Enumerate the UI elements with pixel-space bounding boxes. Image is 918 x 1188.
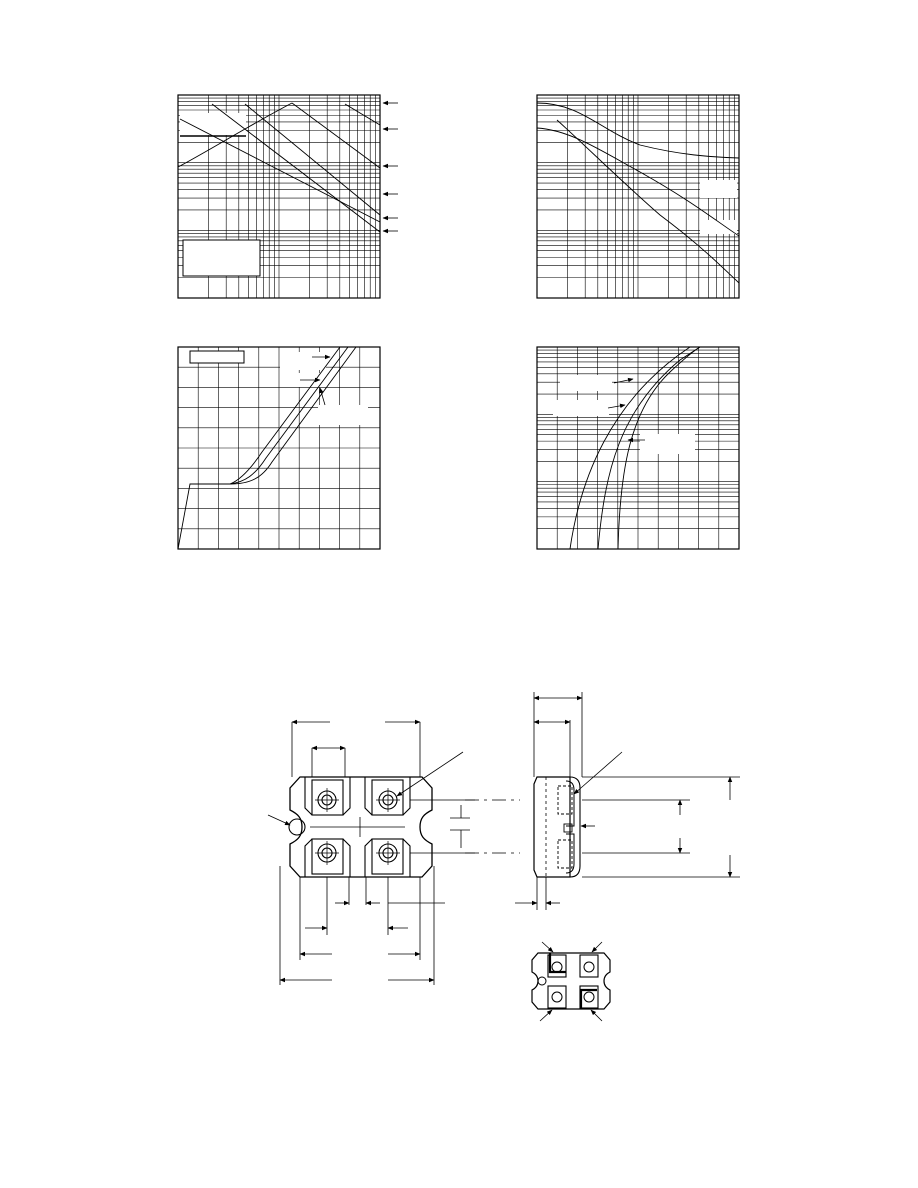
curve-label-block <box>700 180 737 198</box>
curve-5 <box>244 103 381 216</box>
curve-label-block <box>318 405 368 425</box>
legend-box <box>189 350 245 364</box>
chart-bottom-right <box>536 346 740 550</box>
curve-1 <box>177 102 293 168</box>
curve-label-block <box>280 352 326 370</box>
curve-label-block <box>180 113 246 135</box>
curve-2 <box>229 346 349 485</box>
curve-2 <box>291 102 381 169</box>
chart-top-left <box>177 94 398 299</box>
chart-curves <box>536 102 740 284</box>
curve-2 <box>536 127 740 237</box>
chart-curves <box>569 346 701 550</box>
curve-rise <box>177 483 230 550</box>
curve-arrows <box>382 100 398 234</box>
pin-configuration-view <box>531 941 611 1022</box>
curve-3 <box>179 118 381 223</box>
curve-1 <box>536 102 740 159</box>
package-top-view <box>267 719 520 985</box>
chart-bottom-left <box>177 346 381 550</box>
chart-top-right <box>536 94 740 299</box>
curve-2 <box>597 346 701 550</box>
curve-label-block <box>700 220 737 234</box>
legend-box <box>182 239 261 277</box>
curve-6 <box>344 103 381 126</box>
curve-1 <box>569 346 691 550</box>
package-side-view <box>515 692 740 910</box>
curve-3 <box>617 346 701 550</box>
terminal-pads <box>304 777 411 877</box>
curve-label-block <box>553 400 609 416</box>
curve-3 <box>229 346 357 485</box>
curve-label-block <box>640 434 695 454</box>
dimensions-side-view <box>515 692 740 910</box>
curve-3 <box>556 119 740 284</box>
side-body <box>533 776 571 878</box>
chart-curves <box>177 346 357 550</box>
curve-4 <box>211 103 381 233</box>
dimensions-top-view <box>267 719 475 985</box>
curve-label-block <box>560 375 612 391</box>
curve-1 <box>229 346 341 485</box>
chart-curves <box>177 102 381 233</box>
